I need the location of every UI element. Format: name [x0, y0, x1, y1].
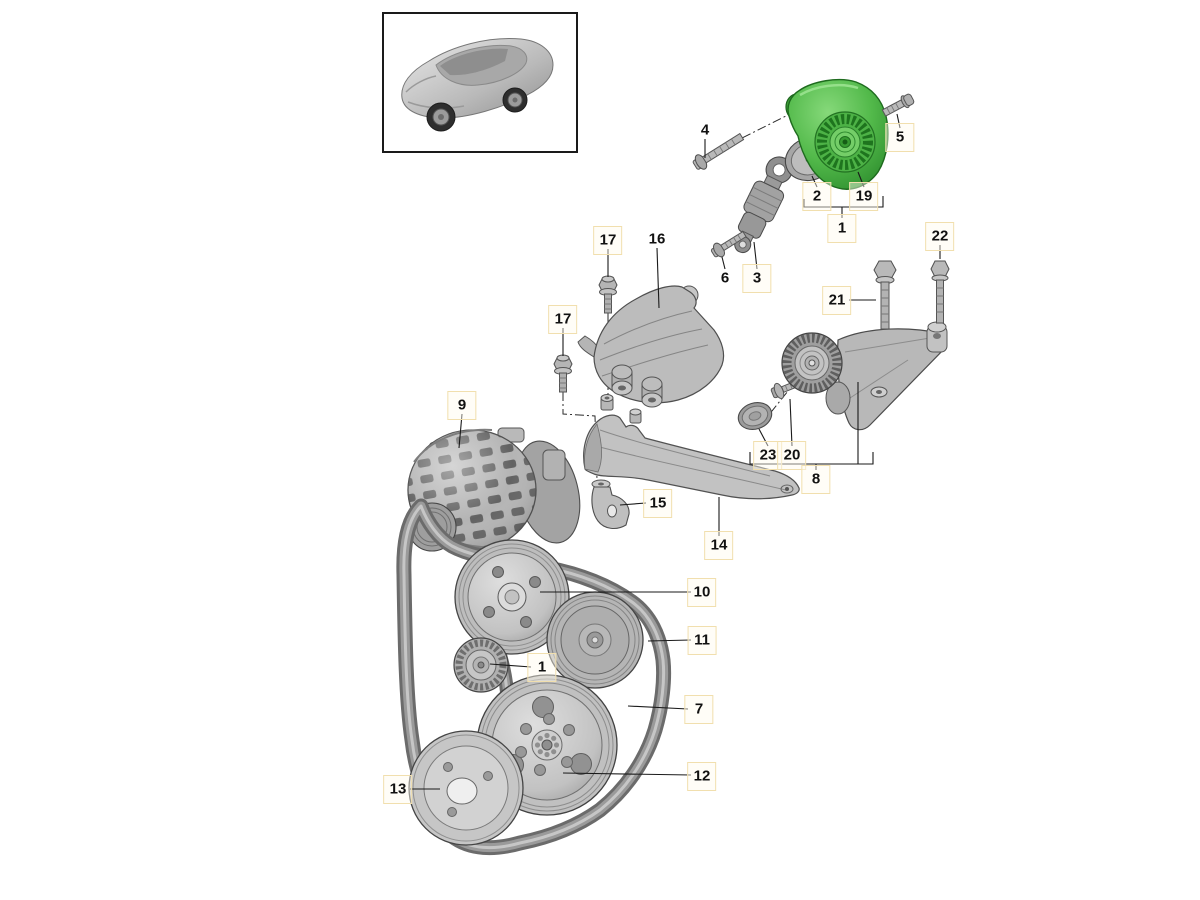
cover-14[interactable]	[583, 394, 800, 500]
callout-20[interactable]: 20	[783, 446, 801, 464]
callout-10[interactable]: 10	[693, 583, 711, 601]
callout-3[interactable]: 3	[752, 269, 762, 287]
idler-pulley-20[interactable]	[781, 332, 843, 394]
bolt-17-upper[interactable]	[598, 275, 618, 314]
callout-11[interactable]: 11	[694, 631, 710, 649]
callout-5[interactable]: 5	[895, 128, 905, 146]
callout-23[interactable]: 23	[759, 446, 777, 464]
vehicle-thumbnail-box	[382, 12, 578, 153]
callout-1-group[interactable]: 1	[837, 219, 847, 237]
callout-8[interactable]: 8	[811, 470, 821, 488]
pulley-13[interactable]	[408, 730, 524, 846]
pulley-11[interactable]	[546, 591, 644, 689]
callout-12[interactable]: 12	[693, 767, 711, 785]
cover-16[interactable]	[577, 285, 725, 408]
callout-14[interactable]: 14	[710, 536, 728, 554]
belt-tensioner-highlighted[interactable]	[785, 78, 889, 190]
idler-bracket-8[interactable]	[825, 321, 948, 431]
callout-9[interactable]: 9	[457, 396, 467, 414]
bolt-17-lower[interactable]	[553, 354, 573, 393]
cap-23[interactable]	[735, 398, 775, 433]
callout-4[interactable]: 4	[700, 121, 710, 139]
bolt-4[interactable]	[691, 130, 746, 173]
bolt-21[interactable]	[873, 260, 897, 330]
callout-17-lower[interactable]: 17	[554, 310, 572, 328]
tensioner-damper-3[interactable]	[725, 151, 799, 259]
tensioner-pulley-small[interactable]	[453, 637, 509, 693]
callout-6[interactable]: 6	[720, 269, 730, 287]
callout-7[interactable]: 7	[694, 700, 704, 718]
pulley-10[interactable]	[454, 539, 570, 655]
porsche-911-thumbnail	[401, 38, 554, 132]
callout-16[interactable]: 16	[648, 230, 666, 248]
bolt-22[interactable]	[930, 260, 950, 324]
callout-13[interactable]: 13	[389, 780, 407, 798]
bolt-6[interactable]	[709, 228, 748, 260]
callout-22[interactable]: 22	[931, 227, 949, 245]
callout-19[interactable]: 19	[855, 187, 873, 205]
bolt-5[interactable]	[881, 92, 915, 119]
bracket-15[interactable]	[591, 479, 630, 530]
callout-1-pulley[interactable]: 1	[537, 658, 547, 676]
callout-2[interactable]: 2	[812, 187, 822, 205]
callout-17-upper[interactable]: 17	[599, 231, 617, 249]
callout-21[interactable]: 21	[828, 291, 846, 309]
callout-15[interactable]: 15	[649, 494, 667, 512]
